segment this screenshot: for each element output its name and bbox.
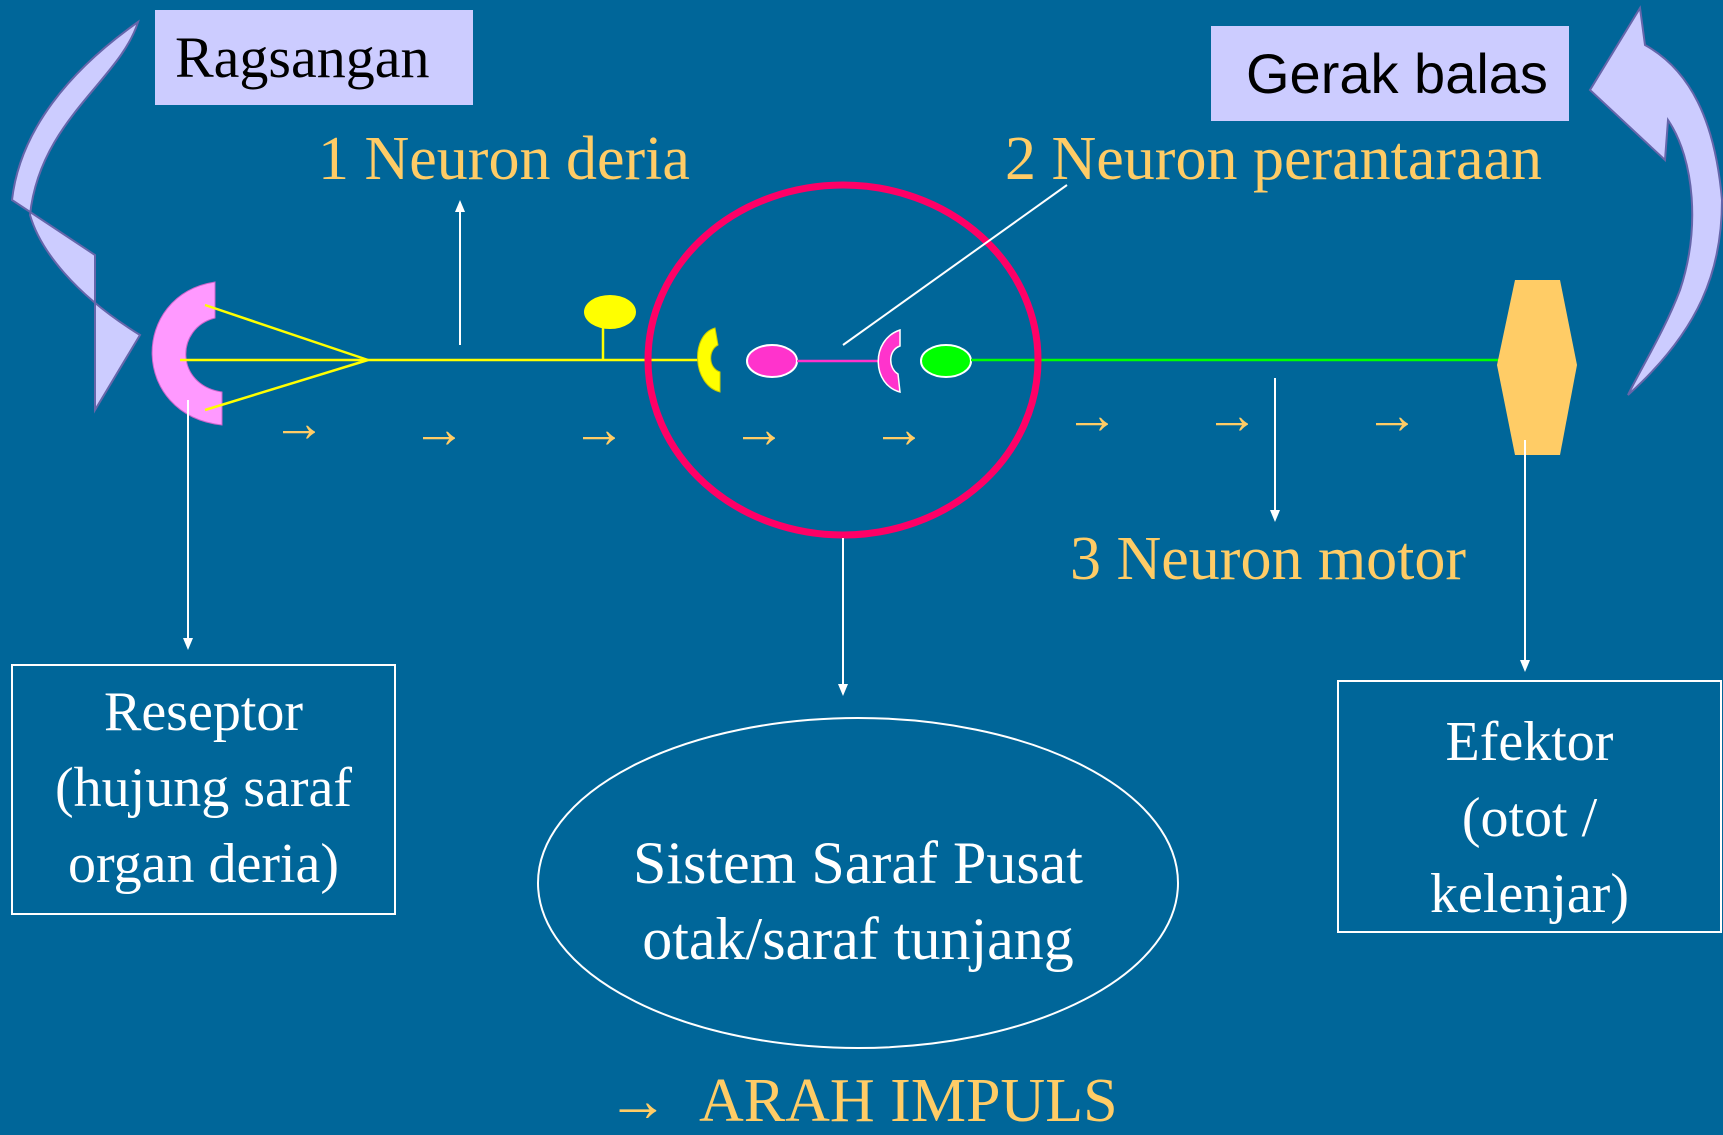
- sensory-dendrite-lower: [204, 358, 369, 412]
- effector-line: kelenjar): [1430, 863, 1629, 925]
- receptor-box: Reseptor (hujung saraf organ deria): [11, 664, 396, 915]
- response-label: Gerak balas: [1211, 26, 1569, 121]
- stimulus-label: Ragsangan: [155, 10, 473, 105]
- sensory-terminal: [697, 327, 721, 393]
- pointer-effector-head: [1520, 660, 1530, 672]
- cns-line: Sistem Saraf Pusat: [633, 830, 1083, 896]
- impulse-arrow: →: [732, 399, 786, 459]
- motor-cell-body: [920, 344, 972, 378]
- pointer-receptor-head: [183, 638, 193, 650]
- sensory-dendrite-upper: [204, 303, 369, 362]
- pointer-sensory-head: [455, 200, 465, 212]
- impulse-arrow: →: [272, 393, 326, 453]
- cns-highlight-circle: [644, 181, 1042, 539]
- response-curved-arrow: [1588, 5, 1723, 396]
- effector-line: Efektor: [1445, 711, 1614, 773]
- impulse-arrow: →: [412, 399, 466, 459]
- receptor-line: (hujung saraf: [54, 757, 352, 819]
- relay-terminal: [877, 328, 901, 393]
- pointer-cns-head: [838, 684, 848, 696]
- sensory-cell-body: [584, 295, 636, 329]
- impulse-arrow: →: [572, 399, 626, 459]
- legend-arrow: →: [607, 1067, 669, 1135]
- effector-box: Efektor (otot / kelenjar): [1337, 680, 1722, 933]
- sensory-neuron-label: 1 Neuron deria: [318, 125, 690, 193]
- receptor-line: organ deria): [67, 833, 340, 895]
- cns-label: Sistem Saraf Pusat otak/saraf tunjang: [537, 825, 1179, 977]
- effector-shape: [1497, 280, 1577, 455]
- cns-label-ellipse: [537, 717, 1179, 1049]
- relay-neuron-label: 2 Neuron perantaraan: [1005, 125, 1543, 193]
- stimulus-curved-arrow: [10, 19, 142, 414]
- impulse-arrow: →: [872, 399, 926, 459]
- receptor-shape: [151, 281, 223, 426]
- pointer-relay: [842, 184, 1068, 346]
- impulse-arrow: →: [1065, 385, 1119, 445]
- relay-cell-body: [746, 344, 798, 378]
- impulse-arrow: →: [1365, 385, 1419, 445]
- pointer-motor-head: [1270, 510, 1280, 522]
- cns-line: otak/saraf tunjang: [642, 906, 1074, 972]
- impulse-direction-legend: → ARAH IMPULS: [607, 1070, 1148, 1132]
- legend-text: ARAH IMPULS: [699, 1067, 1118, 1135]
- effector-line: (otot /: [1461, 787, 1598, 849]
- receptor-line: Reseptor: [103, 681, 304, 743]
- motor-neuron-label: 3 Neuron motor: [1070, 525, 1467, 593]
- impulse-arrow: →: [1205, 385, 1259, 445]
